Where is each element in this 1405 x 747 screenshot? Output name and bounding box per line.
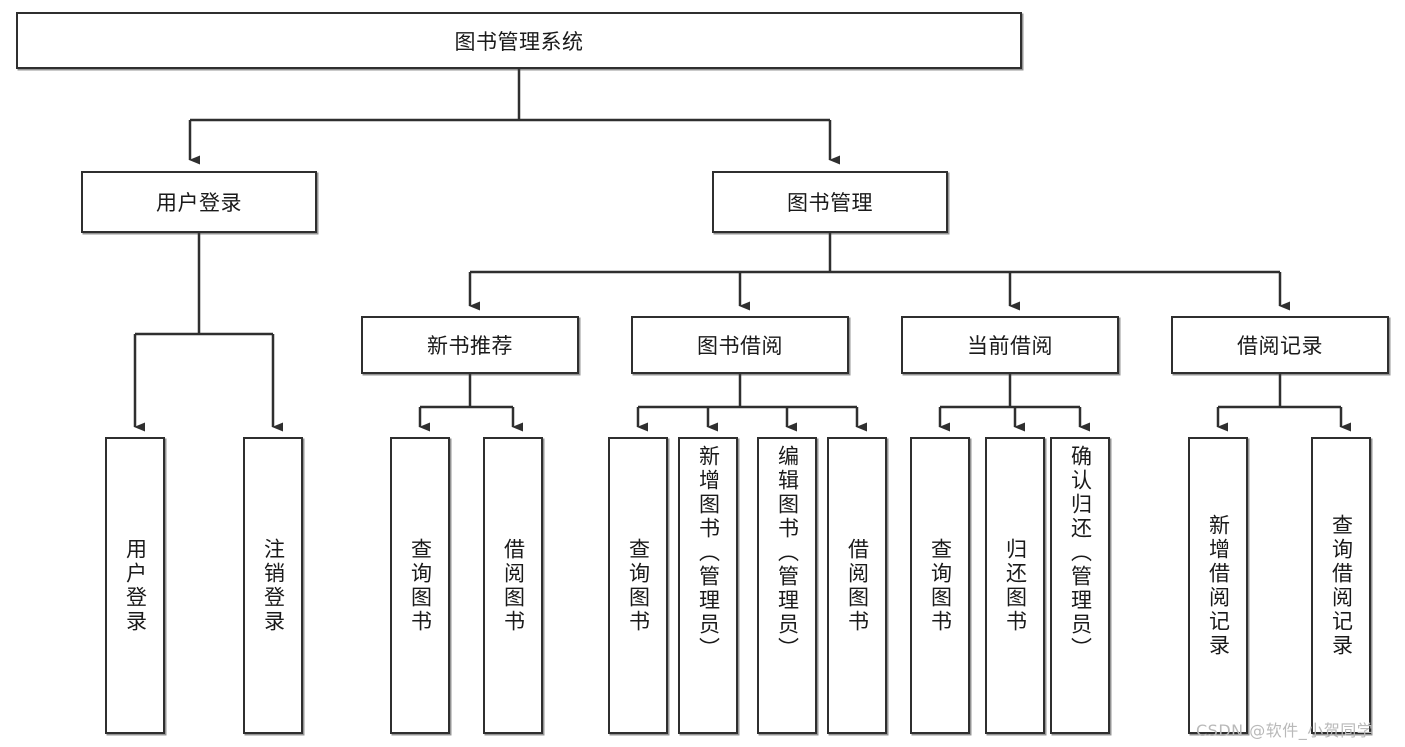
node-leaf-query-borrow-record[interactable]: 查询借阅记录 <box>1311 437 1371 734</box>
edges-borrow-record-to-leaves <box>1216 374 1351 432</box>
node-label: 新书推荐 <box>427 334 513 358</box>
node-borrow-record[interactable]: 借阅记录 <box>1171 316 1389 374</box>
edges-new-book-recommend-to-leaves <box>418 374 523 432</box>
node-leaf-edit-book-admin[interactable]: 编辑图书（管理员） <box>757 437 817 734</box>
node-label: 确认归还（管理员） <box>1068 445 1093 661</box>
node-root-system[interactable]: 图书管理系统 <box>16 12 1022 69</box>
node-leaf-query-book-borrow[interactable]: 查询图书 <box>608 437 668 734</box>
node-label: 用户登录 <box>123 537 148 634</box>
node-leaf-confirm-return-admin[interactable]: 确认归还（管理员） <box>1050 437 1110 734</box>
node-label: 查询借阅记录 <box>1329 513 1354 658</box>
node-leaf-add-borrow-record[interactable]: 新增借阅记录 <box>1188 437 1248 734</box>
node-label: 图书借阅 <box>697 334 783 358</box>
node-label: 新增图书（管理员） <box>696 445 721 661</box>
node-leaf-logout-login[interactable]: 注销登录 <box>243 437 303 734</box>
edges-user-login-to-leaves <box>133 233 283 432</box>
node-leaf-user-login[interactable]: 用户登录 <box>105 437 165 734</box>
node-leaf-return-book[interactable]: 归还图书 <box>985 437 1045 734</box>
node-label: 查询图书 <box>928 537 953 634</box>
node-label: 新增借阅记录 <box>1206 513 1231 658</box>
node-leaf-add-book-admin[interactable]: 新增图书（管理员） <box>678 437 738 734</box>
node-leaf-query-book-current[interactable]: 查询图书 <box>910 437 970 734</box>
node-current-borrow[interactable]: 当前借阅 <box>901 316 1119 374</box>
node-user-login[interactable]: 用户登录 <box>81 171 317 233</box>
node-label: 归还图书 <box>1003 537 1028 634</box>
node-label: 查询图书 <box>408 537 433 634</box>
csdn-watermark: CSDN @软件_小贺同学 <box>1196 721 1374 740</box>
edges-book-management-to-level3 <box>468 233 1290 311</box>
edges-root-to-level2 <box>188 69 840 165</box>
node-label: 用户登录 <box>156 191 242 215</box>
node-leaf-borrow-book-borrow[interactable]: 借阅图书 <box>827 437 887 734</box>
node-label: 图书管理系统 <box>454 29 584 54</box>
node-leaf-query-book-recommend[interactable]: 查询图书 <box>390 437 450 734</box>
node-book-borrow[interactable]: 图书借阅 <box>631 316 849 374</box>
edges-current-borrow-to-leaves <box>938 374 1090 432</box>
node-label: 当前借阅 <box>967 334 1053 358</box>
edges-book-borrow-to-leaves <box>636 374 867 432</box>
node-label: 借阅图书 <box>501 537 526 634</box>
node-label: 图书管理 <box>787 191 873 215</box>
node-label: 借阅记录 <box>1237 334 1323 358</box>
node-label: 编辑图书（管理员） <box>775 445 800 661</box>
node-new-book-recommend[interactable]: 新书推荐 <box>361 316 579 374</box>
node-label: 查询图书 <box>626 537 651 634</box>
node-label: 借阅图书 <box>845 537 870 634</box>
node-leaf-borrow-book-recommend[interactable]: 借阅图书 <box>483 437 543 734</box>
node-label: 注销登录 <box>261 537 286 634</box>
node-book-management[interactable]: 图书管理 <box>712 171 948 233</box>
